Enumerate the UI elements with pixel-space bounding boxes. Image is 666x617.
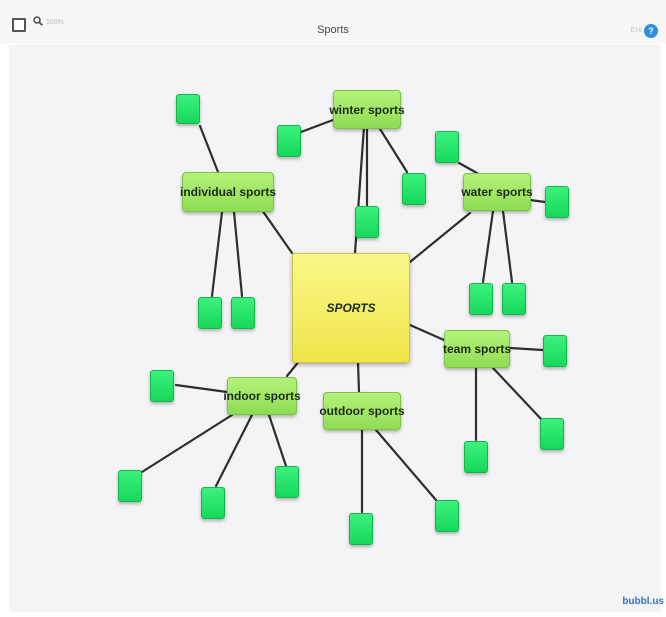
leaf-node[interactable]	[176, 94, 200, 124]
topic-individual-sports[interactable]: individual sports	[180, 172, 276, 212]
exit-button[interactable]: Exit	[630, 27, 642, 34]
leaf-node[interactable]	[118, 470, 142, 502]
topic-winter-sports[interactable]: winter sports	[329, 90, 405, 129]
leaf-node[interactable]	[201, 487, 225, 519]
leaf-node[interactable]	[275, 466, 299, 498]
leaf-node[interactable]	[435, 500, 459, 532]
leaf-node[interactable]	[545, 186, 569, 218]
leaf-node[interactable]	[231, 297, 255, 329]
leaf-node[interactable]	[355, 206, 379, 238]
leaf-node[interactable]	[464, 441, 488, 473]
topic-outdoor-sports[interactable]: outdoor sports	[319, 392, 405, 430]
topic-indoor-sports[interactable]: indoor sports	[223, 377, 301, 415]
leaf-node[interactable]	[502, 283, 526, 315]
help-icon[interactable]: ?	[644, 24, 658, 38]
leaf-node[interactable]	[349, 513, 373, 545]
leaf-node[interactable]	[150, 370, 174, 402]
leaf-node[interactable]	[198, 297, 222, 329]
central-topic[interactable]: SPORTS	[292, 253, 410, 363]
leaf-node[interactable]	[277, 125, 301, 157]
leaf-node[interactable]	[435, 131, 459, 163]
leaf-node[interactable]	[402, 173, 426, 205]
bubbl-logo: bubbl.us	[622, 596, 664, 607]
topic-team-sports[interactable]: team sports	[443, 330, 511, 368]
leaf-node[interactable]	[540, 418, 564, 450]
search-icon[interactable]	[33, 16, 43, 26]
leaf-node[interactable]	[469, 283, 493, 315]
edit-icon[interactable]	[12, 18, 26, 32]
topic-water-sports[interactable]: water sports	[461, 173, 533, 211]
zoom-level[interactable]: 100%	[46, 19, 64, 26]
top-toolbar: 100% Sports Exit ?	[0, 0, 666, 44]
leaf-node[interactable]	[543, 335, 567, 367]
page-title: Sports	[317, 24, 349, 36]
